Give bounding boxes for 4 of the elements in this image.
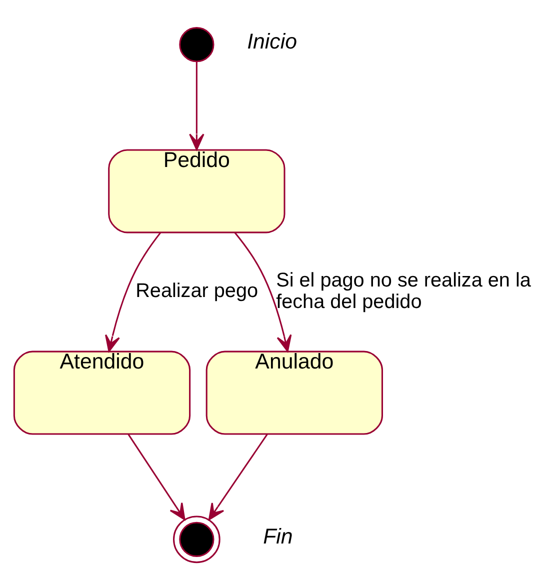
edge-label: Si el pago no se realiza en la fecha del pedido	[276, 269, 531, 312]
node-label: Fin	[263, 524, 293, 548]
edge-label: Realizar pego	[136, 280, 258, 302]
node-label: Inicio	[247, 29, 297, 54]
